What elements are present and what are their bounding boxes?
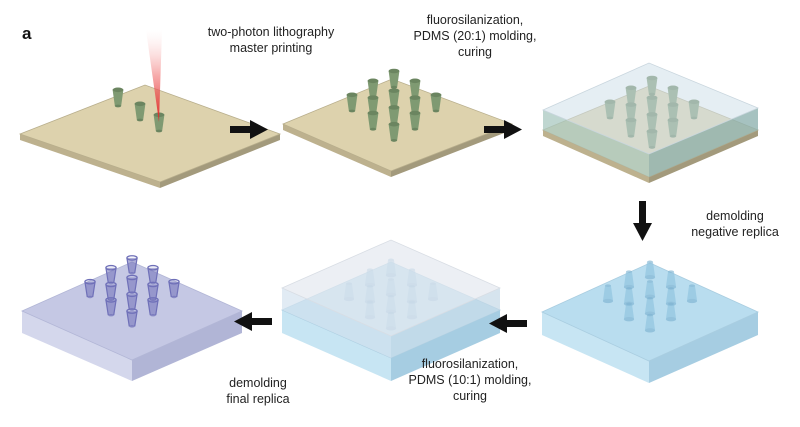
negative-cavity [665,302,677,322]
printed-master-pillars [346,68,442,142]
left-arrow-icon [489,314,527,333]
step-label-pdms-20-1: fluorosilanization, PDMS (20:1) molding,… [413,13,537,59]
final-pillar [147,264,159,285]
final-pillar [168,278,180,299]
step-label-final-replica: demolding final replica [226,376,290,406]
master-pillar [112,87,124,108]
right-arrow-icon [484,120,522,139]
negative-cavity [602,284,614,304]
final-pillar [105,297,117,317]
final-replica [21,261,243,381]
printed-pillar [346,92,358,113]
final-replica-pillars [84,255,180,328]
master-pillar [134,101,146,122]
negative-cavity [644,313,656,333]
negative-cavity [623,302,635,322]
negative-replica-cavities [602,260,698,333]
step-label-pdms-10-1: fluorosilanization, PDMS (10:1) molding,… [408,357,532,403]
printed-pillar [388,68,400,89]
final-pillar [126,308,138,328]
final-pillar [105,264,117,285]
final-pillar [84,278,96,299]
printed-pillar [388,121,400,142]
down-arrow-icon [633,201,652,241]
negative-cavity [644,260,656,280]
final-pillar [147,297,159,317]
final-pillar [126,255,138,275]
step-label-master-printing: two-photon lithography master printing [207,25,335,55]
right-arrow-icon [230,120,268,139]
master-substrate [18,84,282,188]
printed-pillar [409,110,421,131]
final-pillar [105,281,117,302]
pdms-cover-2 [281,239,501,358]
panel-letter: a [22,24,32,43]
final-pillar [147,281,159,302]
pdms-cover [541,62,760,177]
printed-pillar [430,92,442,113]
negative-cavity [686,284,698,304]
printed-pillar [367,110,379,131]
left-arrow-icon [234,312,272,331]
step-label-negative-replica: demolding negative replica [691,209,779,239]
final-pillar [126,274,138,295]
laser-beam-icon [146,30,162,122]
final-pillar [126,291,138,311]
